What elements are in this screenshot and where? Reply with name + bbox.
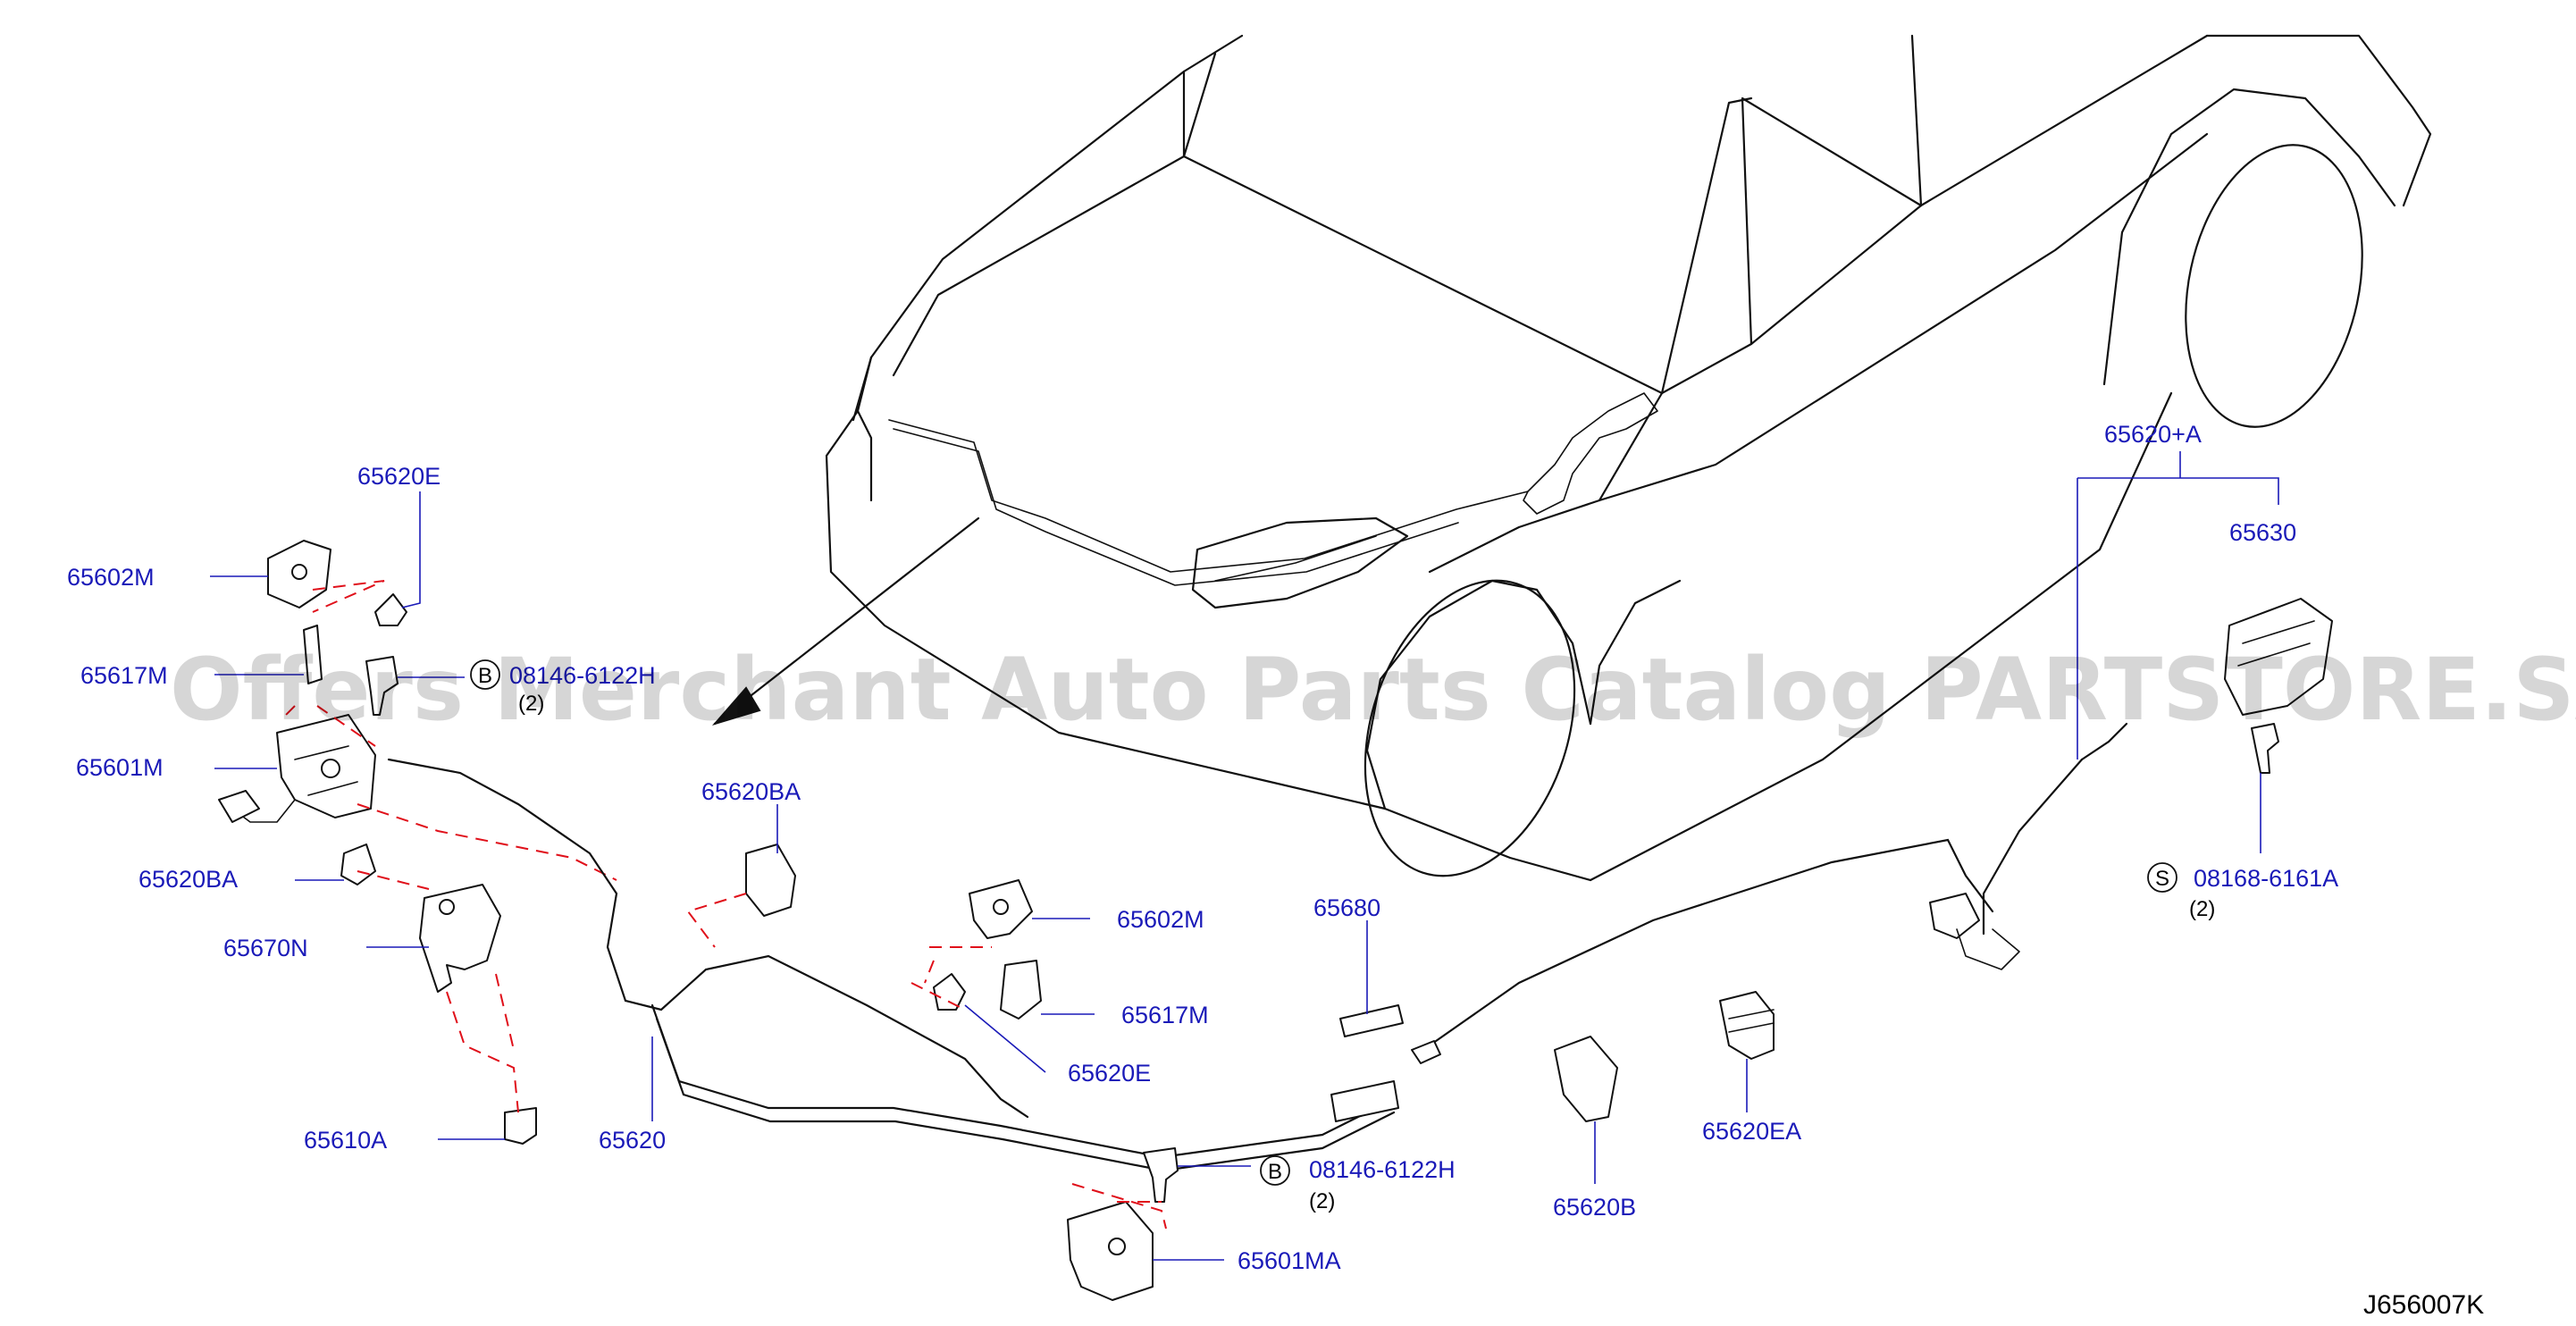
label-65620: 65620 <box>599 1127 666 1154</box>
label-65610a: 65610A <box>304 1127 387 1154</box>
label-65601m: 65601M <box>76 754 164 781</box>
label-65620ea: 65620EA <box>1702 1118 1801 1145</box>
label-65601ma: 65601MA <box>1238 1247 1341 1274</box>
rod-65617m-right <box>1000 960 1042 1020</box>
label-65617m-right: 65617M <box>1121 1002 1209 1028</box>
clip-65620b <box>1554 1036 1618 1122</box>
svg-text:B: B <box>478 664 492 688</box>
car-body-outline <box>711 34 2432 882</box>
pad-65680 <box>1339 1004 1404 1037</box>
circle-b-bottom: B <box>1260 1155 1290 1186</box>
right-handle-group <box>2077 451 2333 774</box>
clip-65620ea <box>1719 991 1775 1060</box>
rod-65617m-left <box>303 625 323 684</box>
label-08146-bottom: 08146-6122H <box>1309 1156 1456 1183</box>
label-65602m-left: 65602M <box>67 564 155 591</box>
clip-65620e-mid <box>933 973 966 1011</box>
label-65620a: 65620+A <box>2104 421 2202 448</box>
label-65630: 65630 <box>2229 519 2296 546</box>
label-65602m-right: 65602M <box>1117 906 1204 933</box>
label-08168: 08168-6161A <box>2194 865 2338 892</box>
label-65617m-left: 65617M <box>80 662 168 689</box>
catch-65670n <box>419 884 501 993</box>
label-65620e-mid: 65620E <box>1068 1060 1151 1087</box>
clip-65620e-top <box>374 593 407 626</box>
svg-text:S: S <box>2155 867 2169 891</box>
label-65620e-top: 65620E <box>357 463 441 490</box>
middle-parts <box>686 843 1775 1301</box>
label-65670n: 65670N <box>223 935 308 961</box>
handle-65630 <box>2224 598 2333 716</box>
label-08146-left: 08146-6122H <box>509 662 656 689</box>
svg-text:B: B <box>1268 1160 1282 1184</box>
watermark-text: Offers Merchant Auto Parts Catalog PARTS… <box>170 640 2576 740</box>
bolt-08146-left <box>365 656 399 716</box>
qty-08146-left: (2) <box>518 692 544 716</box>
bolt-65610a <box>504 1107 537 1145</box>
label-65620b: 65620B <box>1553 1194 1636 1221</box>
screw-08168 <box>2251 723 2279 774</box>
circle-b-left: B <box>470 659 500 690</box>
part-labels: 65620E 65602M 65617M B 08146-6122H (2) 6… <box>67 421 2338 1274</box>
qty-08168: (2) <box>2189 897 2215 921</box>
label-65680: 65680 <box>1313 894 1380 921</box>
qty-08146-bottom: (2) <box>1309 1189 1335 1213</box>
leader-lines <box>210 491 2261 1261</box>
clip-65620ba-mid <box>745 843 796 917</box>
left-lock-group <box>218 540 617 1145</box>
connector-65620ba-left <box>218 790 260 823</box>
circle-s-right: S <box>2147 862 2177 893</box>
label-65620ba-mid: 65620BA <box>701 778 801 805</box>
label-65620ba-left: 65620BA <box>138 866 238 893</box>
main-release-cable <box>387 722 2128 1172</box>
bolt-08146-bottom <box>1143 1147 1179 1203</box>
clip-65620ba-left <box>340 843 376 885</box>
diagram-code: J656007K <box>2363 1290 2484 1320</box>
